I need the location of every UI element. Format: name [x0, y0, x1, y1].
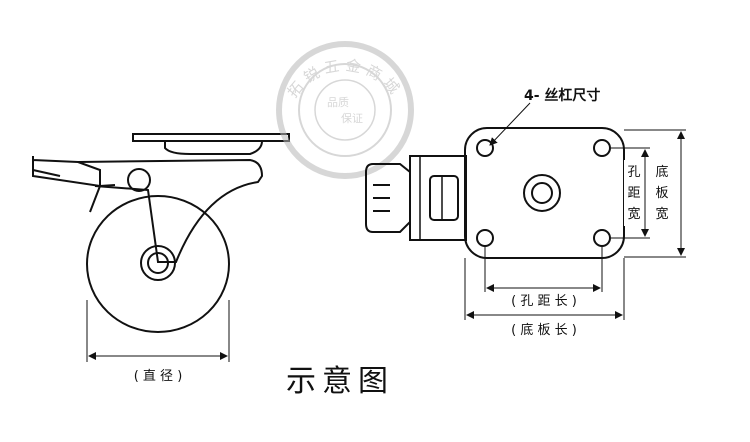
- svg-text:品质: 品质: [327, 96, 349, 109]
- wheel-tread: [429, 175, 459, 221]
- caster-side-view: [32, 133, 290, 362]
- mount-hole: [593, 139, 611, 157]
- diagram-caption: 示意图: [286, 364, 394, 399]
- center-boss: [523, 174, 561, 212]
- svg-text:孔: 孔: [627, 165, 640, 180]
- caster-top-view: [365, 127, 625, 259]
- mount-hole: [476, 139, 494, 157]
- thread-leader: [489, 102, 531, 146]
- top-plate: [132, 133, 290, 142]
- wheel-hub: [140, 245, 176, 281]
- axle: [147, 252, 169, 274]
- thread-size-label: 4- 丝杠尺寸: [524, 87, 600, 104]
- plate-length-label: ( 底 板 长 ): [511, 322, 577, 338]
- plate-length-dimension: [464, 258, 625, 320]
- hole-spacing-length-label: ( 孔 距 长 ): [511, 294, 577, 309]
- plate-width-label: 底 板 宽: [652, 160, 672, 226]
- fork-bracket: [77, 158, 264, 263]
- mount-hole: [593, 229, 611, 247]
- brake-pivot: [127, 168, 151, 192]
- wheel: [86, 195, 230, 333]
- swivel-housing: [164, 140, 263, 155]
- hole-spacing-width-label: 孔 距 宽: [624, 160, 644, 226]
- brake-lever: [32, 156, 101, 188]
- svg-text:板: 板: [655, 186, 668, 201]
- plate-width-dimension: [624, 129, 686, 258]
- svg-text:保证: 保证: [341, 111, 363, 125]
- svg-text:宽: 宽: [627, 206, 640, 222]
- watermark-seal: 拓锐五金商城 品质 保证: [276, 41, 414, 179]
- brake-arm: [89, 184, 116, 213]
- base-plate: [464, 127, 625, 259]
- hole-spacing-width-dimension: [610, 147, 650, 239]
- svg-text:宽: 宽: [655, 206, 668, 222]
- hole-spacing-length-dimension: [484, 246, 603, 292]
- mount-hole: [476, 229, 494, 247]
- diameter-label: ( 直 径 ): [134, 369, 183, 384]
- svg-text:距: 距: [627, 186, 640, 201]
- brake-pedal: [365, 163, 411, 233]
- svg-text:底: 底: [655, 164, 668, 180]
